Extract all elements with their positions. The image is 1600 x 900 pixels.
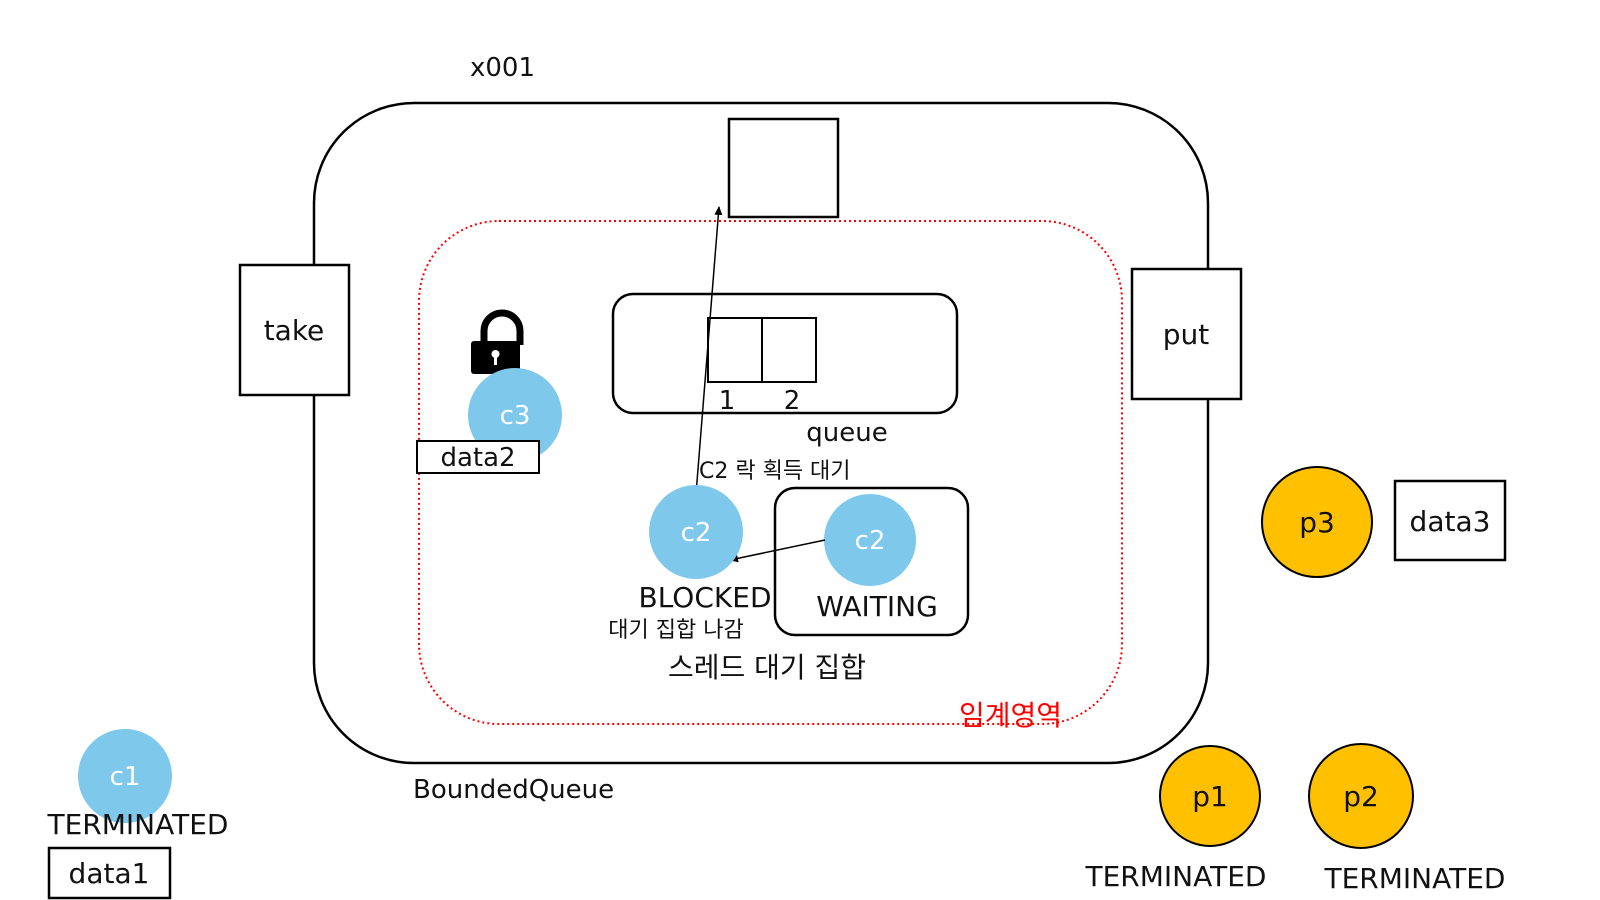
thread-p2-label: p2 [1343, 780, 1379, 813]
data1-label: data1 [69, 857, 150, 890]
bounded-queue-box [312, 101, 1210, 765]
wait-set-label: 스레드 대기 집합 [668, 651, 866, 684]
padlock-icon [471, 309, 524, 374]
thread-p1 [1159, 745, 1261, 847]
thread-c1 [78, 729, 172, 823]
thread-c3-label: c3 [500, 401, 531, 431]
leave-wait-set-arrow [729, 539, 826, 563]
thread-c1-label: c1 [110, 762, 141, 792]
queue-slot-2-label: 2 [784, 386, 801, 416]
waiting-state-label: WAITING [816, 590, 938, 623]
thread-p3-label: p3 [1299, 506, 1335, 539]
data2-label: data2 [440, 443, 515, 473]
monitor-box [727, 117, 840, 219]
bounded-queue-label: BoundedQueue [413, 775, 614, 805]
data2-box [416, 440, 540, 474]
queue-slot-1-label: 1 [719, 386, 736, 416]
thread-c2-blocked-label: c2 [681, 518, 712, 548]
critical-section-label: 임계영역 [959, 699, 1062, 732]
thread-c2-waiting [824, 494, 916, 586]
queue-label: queue [806, 418, 887, 448]
leaves-wait-set-label: 대기 집합 나감 [608, 618, 743, 643]
thread-c3 [468, 368, 562, 462]
data3-box [1393, 479, 1507, 562]
blocked-state-label: BLOCKED [638, 581, 771, 614]
take-method-box [238, 263, 351, 397]
queue-slot-2 [761, 317, 817, 383]
data1-box [47, 846, 172, 900]
data3-label: data3 [1410, 505, 1491, 538]
thread-c2-waiting-label: c2 [855, 526, 886, 556]
put-method-box [1130, 267, 1243, 401]
queue-slot-1 [707, 317, 763, 383]
lock-acquire-wait-label: C2 락 획득 대기 [699, 459, 851, 484]
p1-state-label: TERMINATED [1085, 860, 1267, 893]
p2-state-label: TERMINATED [1324, 862, 1506, 895]
object-ref-label: x001 [470, 53, 535, 83]
take-method-label: take [264, 314, 325, 347]
lock-acquire-arrow [695, 206, 723, 495]
thread-p2 [1308, 743, 1414, 849]
thread-c2-blocked [649, 485, 743, 579]
thread-p1-label: p1 [1192, 780, 1228, 813]
put-method-label: put [1163, 318, 1210, 351]
thread-p3 [1261, 466, 1373, 578]
c1-state-label: TERMINATED [47, 808, 229, 841]
